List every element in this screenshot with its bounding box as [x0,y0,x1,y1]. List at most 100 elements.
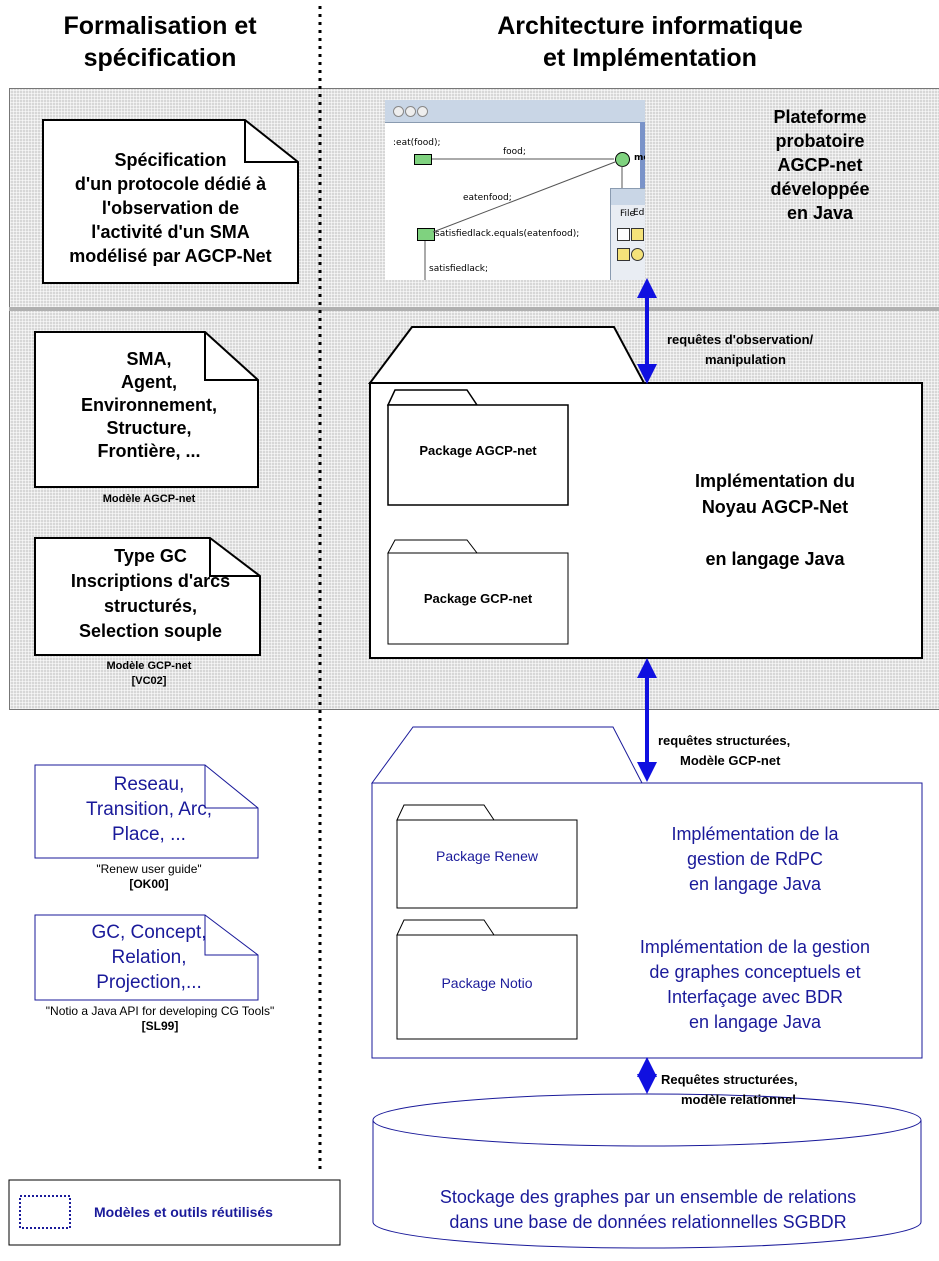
note-specification [42,119,299,284]
observation-line2: manipulation [705,352,786,367]
platform-label-line5: en Java [786,203,854,223]
label-eatenfood: eatenfood; [463,193,512,203]
database-line2: dans une base de données relationnelles … [449,1212,847,1232]
transition-eat [414,154,432,165]
gc-line2: de graphes conceptuels et [649,962,861,982]
screenshot-arcs [424,158,623,280]
transition-satisfied [417,228,435,241]
gcp-line2: Inscriptions d'arcs [70,571,231,591]
platform-label-line1: Plateforme [773,107,867,127]
structured-line2: Modèle GCP-net [680,753,781,768]
caption-renew-line1: "Renew user guide" [96,862,202,876]
rdpc-text: Implémentation de la gestion de RdPC en … [600,822,910,897]
notio-line1: GC, Concept, [91,922,207,943]
arrow-label-structured: requêtes structurées, Modèle GCP-net [658,731,790,771]
caption-renew: "Renew user guide" [OK00] [35,862,263,892]
window-button-2 [405,106,416,117]
kernel-line1: Implémentation du [694,471,855,491]
agcp-line3: Environnement, [80,395,218,415]
agcp-line1: SMA, [126,349,172,369]
tool-palette: File [610,188,645,280]
palette-tools [617,228,645,278]
caption-renew-line2: [OK00] [129,877,169,891]
package-gcp-shape [387,539,569,645]
platform-label: Plateforme probatoire AGCP-net développé… [740,105,900,225]
notio-line2: Relation, [111,947,187,968]
rdpc-line3: en langage Java [688,874,822,894]
note-renew [34,764,259,859]
window-button-1 [393,106,404,117]
gcp-line1: Type GC [114,546,187,566]
header-right-line2: et Implémentation [543,44,757,72]
label-satisfied: satisfiedlack.equals(eatenfood); [435,229,580,239]
note-renew-text: Reseau, Transition, Arc, Place, ... [35,772,263,847]
package-notio-shape [396,919,578,1040]
package-renew-label: Package Renew [436,848,538,864]
arrow-label-relational: Requêtes structurées, modèle relationnel [661,1070,798,1110]
package-agcp-shape [386,389,569,506]
gc-line4: en langage Java [688,1012,822,1032]
note-specification-text: Spécification d'un protocole dédié à l'o… [48,148,293,268]
header-right: Architecture informatique et Implémentat… [420,10,880,74]
caption-notio-line1: "Notio a Java API for developing CG Tool… [45,1004,275,1018]
agcp-line5: Frontière, ... [97,441,201,461]
package-notio-label: Package Notio [441,975,533,991]
platform-screenshot: :eat(food); food; mouth eatenfood; satis… [385,100,645,280]
header-right-line1: Architecture informatique [497,12,803,40]
tool-select-icon [617,228,630,241]
database-line1: Stockage des graphes par un ensemble de … [439,1187,857,1207]
platform-label-line2: probatoire [775,131,865,151]
legend-swatch [19,1195,71,1229]
tool-text-icon [617,248,630,261]
palette-menu-edit: Edit [633,208,645,218]
renew-line1: Reseau, [113,774,185,795]
header-left-text: Formalisation et spécification [63,12,257,72]
caption-notio-line2: [SL99] [141,1019,179,1033]
notio-line3: Projection,... [96,972,202,993]
band-separator [9,307,939,311]
tool-rect-icon [631,228,644,241]
header-left: Formalisation et spécification [20,10,300,74]
package-gcp-label: Package GCP-net [423,591,533,606]
note-notio-text: GC, Concept, Relation, Projection,... [35,920,263,995]
caption-agcp-model: Modèle AGCP-net [102,493,196,505]
legend-box [8,1179,341,1246]
note-gcp-model [34,537,261,656]
database-text: Stockage des graphes par un ensemble de … [378,1185,918,1235]
note-agcp-text: SMA, Agent, Environnement, Structure, Fr… [35,348,263,463]
screenshot-titlebar [385,100,645,123]
database-cylinder [372,1093,922,1249]
gcp-line3: structurés, [103,596,198,616]
caption-gcp-line1: Modèle GCP-net [106,660,192,672]
agcp-line2: Agent, [121,372,177,392]
gc-text: Implémentation de la gestion de graphes … [590,935,920,1035]
note-agcp-model [34,331,259,488]
caption-gcp-model: Modèle GCP-net [VC02] [35,659,263,689]
platform-label-line4: développée [770,179,870,199]
kernel-line4: en langage Java [705,549,845,569]
palette-titlebar [611,189,645,205]
platform-label-line3: AGCP-net [777,155,863,175]
relational-line2: modèle relationnel [681,1092,796,1107]
relational-line1: Requêtes structurées, [661,1072,798,1087]
label-satisfiedlack: satisfiedlack; [429,264,489,274]
rdpc-line1: Implémentation de la [671,824,839,844]
spec-line2: d'un protocole dédié à [74,174,267,194]
spec-line5: modélisé par AGCP-Net [69,246,272,266]
renew-line3: Place, ... [112,824,186,845]
agcp-line4: Structure, [106,418,192,438]
spec-line1: Spécification [114,150,227,170]
legend-label: Modèles et outils réutilisés [94,1204,273,1220]
observation-line1: requêtes d'observation/ [667,332,814,347]
kernel-text: Implémentation du Noyau AGCP-Net en lang… [640,468,910,572]
gc-line1: Implémentation de la gestion [639,937,871,957]
label-mouth: mouth [634,153,645,163]
package-agcp-label: Package AGCP-net [419,443,537,458]
arrow-label-observation: requêtes d'observation/ manipulation [667,330,813,370]
renew-line2: Transition, Arc, [85,799,212,820]
label-food: food; [503,147,526,157]
palette-menu-file: File [620,209,636,219]
gcp-line4: Selection souple [78,621,223,641]
window-button-3 [417,106,428,117]
